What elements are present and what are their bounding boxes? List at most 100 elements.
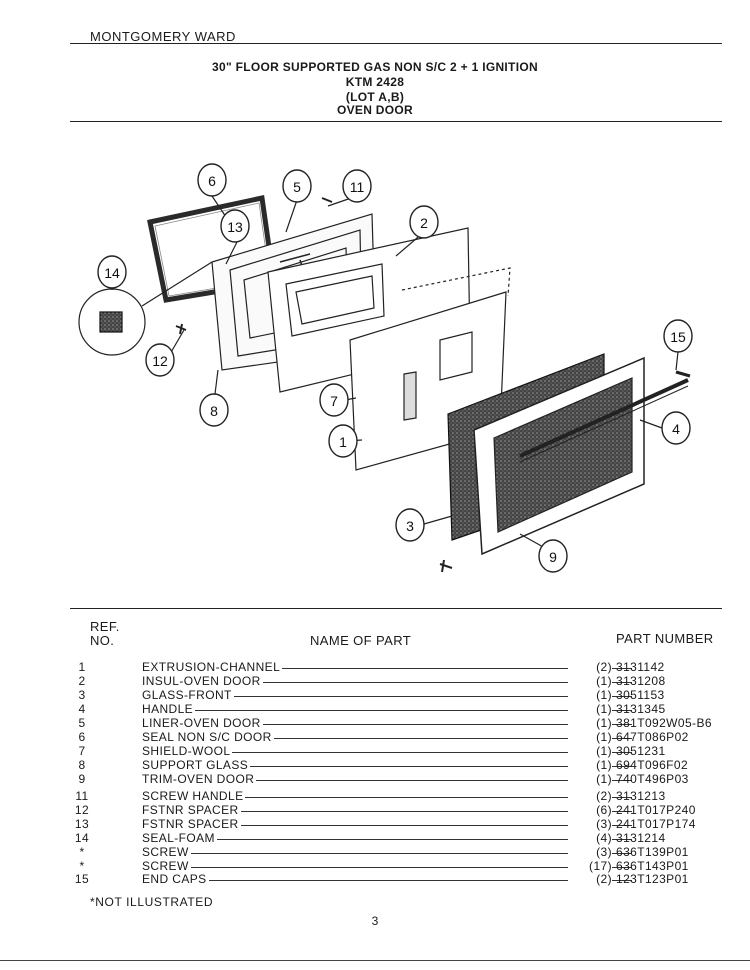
quantity: (3)	[568, 818, 612, 831]
part-number: 694T096F02	[616, 758, 689, 772]
part-name: SCREW	[142, 845, 191, 859]
callout-12: 12	[152, 353, 168, 369]
part-name: HANDLE	[142, 702, 196, 716]
ref-number: *	[79, 845, 85, 859]
part-name: TRIM-OVEN DOOR	[142, 772, 257, 786]
leader-line	[142, 867, 632, 868]
ref-number: 13	[74, 817, 90, 831]
quantity: (2)	[568, 790, 612, 803]
part-number: 3051231	[616, 744, 666, 758]
leader-line	[142, 825, 632, 826]
title-line-1: 30" FLOOR SUPPORTED GAS NON S/C 2 + 1 IG…	[212, 60, 538, 74]
quantity: (1)	[568, 717, 612, 730]
ref-number: 15	[74, 872, 90, 886]
quantity: (3)	[568, 846, 612, 859]
part-name: EXTRUSION-CHANNEL	[142, 660, 283, 674]
part-name: SHIELD-WOOL	[142, 744, 233, 758]
ref-number: 4	[78, 702, 86, 716]
part-number: 241T017P174	[616, 817, 696, 831]
part-name: FSTNR SPACER	[142, 817, 241, 831]
door-handle	[519, 378, 689, 458]
callout-1: 1	[339, 434, 347, 450]
ref-number: 6	[78, 730, 86, 744]
part-name: LINER-OVEN DOOR	[142, 716, 263, 730]
ref-number: *	[79, 859, 85, 873]
part-number: 381T092W05-B6	[616, 716, 712, 730]
part-number: 740T496P03	[616, 772, 689, 786]
leader-line	[142, 880, 632, 881]
table-row: * SCREW (3) 636T139P01	[60, 846, 740, 859]
table-row: * SCREW (17) 636T143P01	[60, 860, 740, 873]
leader-line	[142, 766, 632, 767]
ref-number: 7	[78, 744, 86, 758]
leader-line	[142, 839, 632, 840]
leader-line	[142, 738, 632, 739]
part-number: 241T017P240	[616, 803, 696, 817]
leader-line	[142, 752, 632, 753]
part-name: SCREW HANDLE	[142, 789, 246, 803]
title-line-4: OVEN DOOR	[336, 103, 414, 117]
callout-14: 14	[104, 265, 120, 281]
quantity: (2)	[568, 873, 612, 886]
leader-line	[142, 724, 632, 725]
ref-number: 3	[78, 688, 86, 702]
part-name: SEAL-FOAM	[142, 831, 217, 845]
part-number: 3131142	[616, 660, 665, 674]
part-name: FSTNR SPACER	[142, 803, 241, 817]
part-name: END CAPS	[142, 872, 209, 886]
title-rule	[70, 121, 722, 122]
part-number: 3131214	[616, 831, 666, 845]
quantity: (1)	[568, 703, 612, 716]
ref-number: 11	[75, 789, 89, 803]
quantity: (1)	[568, 689, 612, 702]
callout-6: 6	[208, 173, 216, 189]
ref-number: 2	[78, 674, 86, 688]
page-number: 3	[371, 914, 379, 928]
part-number: 123T123P01	[616, 872, 689, 886]
callout-4: 4	[672, 421, 680, 437]
leader-line	[142, 853, 632, 854]
leader-line	[142, 797, 632, 798]
footnote: *NOT ILLUSTRATED	[90, 895, 214, 909]
callout-9: 9	[549, 549, 557, 565]
ref-number: 8	[78, 758, 86, 772]
exploded-parts-diagram: 6 5 11 2 13 14 12 8 7 1 3 9 4 15	[78, 163, 693, 573]
leader-line	[142, 682, 632, 683]
brand-name: MONTGOMERY WARD	[90, 29, 236, 44]
part-name: SUPPORT GLASS	[142, 758, 251, 772]
callout-13: 13	[227, 219, 243, 235]
col-header-part-number: PART NUMBER	[616, 631, 714, 646]
ref-number: 12	[74, 803, 90, 817]
quantity: (17)	[568, 860, 612, 873]
callout-8: 8	[210, 403, 218, 419]
part-number: 3131345	[616, 702, 666, 716]
callout-2: 2	[420, 215, 428, 231]
leader-line	[142, 811, 632, 812]
callout-3: 3	[406, 518, 414, 534]
part-number: 636T143P01	[616, 859, 689, 873]
table-row: 15 END CAPS (2) 123T123P01	[60, 873, 740, 886]
col-header-name: NAME OF PART	[310, 633, 412, 648]
col-header-ref-1: REF.	[90, 619, 120, 634]
ref-number: 14	[74, 831, 90, 845]
leader-line	[142, 780, 632, 781]
part-name: SCREW	[142, 859, 191, 873]
callout-15: 15	[670, 329, 686, 345]
leader-line	[142, 710, 632, 711]
callout-7: 7	[330, 393, 338, 409]
quantity: (2)	[568, 661, 612, 674]
quantity: (1)	[568, 675, 612, 688]
callout-5: 5	[293, 179, 301, 195]
part-number: 636T139P01	[616, 845, 689, 859]
quantity: (1)	[568, 731, 612, 744]
title-line-2: KTM 2428	[345, 75, 405, 89]
